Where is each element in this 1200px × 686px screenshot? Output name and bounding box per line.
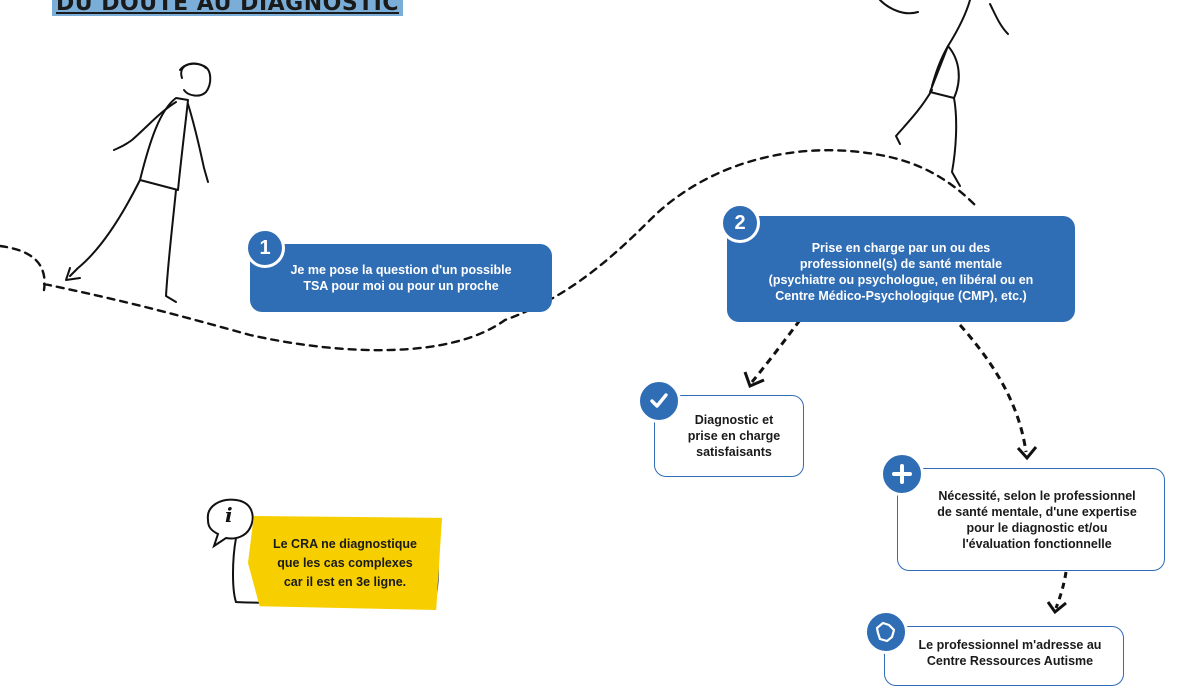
arrow-to-cra <box>1054 571 1068 609</box>
france-map-icon <box>864 610 908 654</box>
step-1-number: 1 <box>259 236 271 259</box>
step-1-badge: 1 <box>245 228 285 268</box>
step-2-box: Prise en charge par un ou des profession… <box>727 216 1075 322</box>
page-title: DU DOUTE AU DIAGNOSTIC <box>52 0 404 16</box>
satisfied-outcome-box: Diagnostic et prise en charge satisfaisa… <box>654 395 804 477</box>
arrow-to-satisfied <box>750 319 802 383</box>
step-2-text: Prise en charge par un ou des profession… <box>768 241 1034 303</box>
step-2-number: 2 <box>734 211 746 234</box>
check-icon <box>637 379 681 423</box>
cra-note-text: Le CRA ne diagnostique que les cas compl… <box>273 536 417 589</box>
arrowhead-cra <box>1046 601 1067 615</box>
arrowhead-satisfied <box>743 371 765 389</box>
info-icon-letter: i <box>225 503 233 527</box>
plus-icon <box>880 452 924 496</box>
step-1-box: Je me pose la question d'un possible TSA… <box>250 244 552 312</box>
cra-outcome-box: Le professionnel m'adresse au Centre Res… <box>884 626 1124 686</box>
journey-dashed-path <box>0 149 977 352</box>
step-1-text: Je me pose la question d'un possible TSA… <box>290 263 512 293</box>
arrow-to-expertise <box>958 324 1028 453</box>
satisfied-outcome-text: Diagnostic et prise en charge satisfaisa… <box>687 413 781 459</box>
expertise-outcome-text: Nécessité, selon le professionnel de san… <box>937 488 1137 551</box>
jumping-woman-illustration <box>879 0 1009 187</box>
step-2-badge: 2 <box>720 203 760 243</box>
walking-man-illustration <box>65 62 212 303</box>
cra-note: Le CRA ne diagnostique que les cas compl… <box>248 516 442 610</box>
arrowhead-expertise <box>1016 446 1038 461</box>
expertise-outcome-box: Nécessité, selon le professionnel de san… <box>897 468 1165 571</box>
cra-outcome-text: Le professionnel m'adresse au Centre Res… <box>918 638 1102 668</box>
